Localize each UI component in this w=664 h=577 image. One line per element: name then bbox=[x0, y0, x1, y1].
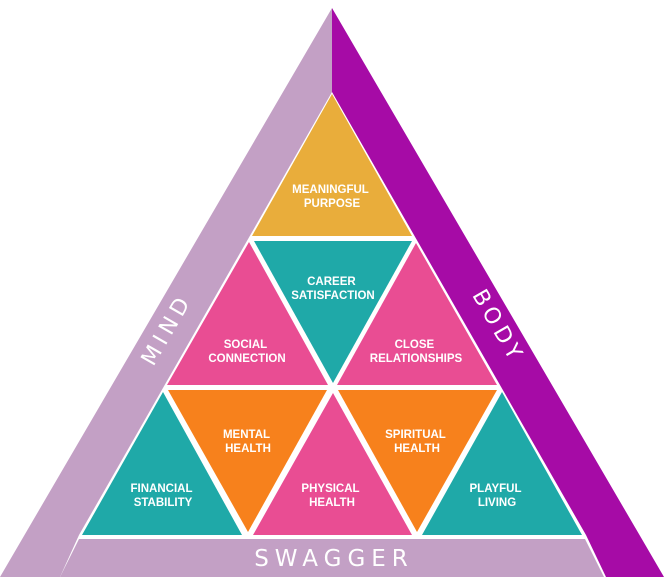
tile-physical-health bbox=[253, 393, 412, 535]
tile-career-satisfaction bbox=[254, 241, 412, 383]
body-band bbox=[332, 8, 664, 577]
label-physical-health: PHYSICAL HEALTH bbox=[301, 483, 362, 509]
swagger-band bbox=[60, 539, 604, 577]
label-close-relationships: CLOSE RELATIONSHIPS bbox=[370, 339, 463, 365]
label-mental-health: MENTAL HEALTH bbox=[223, 429, 273, 455]
swagger-label: SWAGGER bbox=[254, 546, 414, 572]
label-spiritual-health: SPIRITUAL HEALTH bbox=[385, 429, 449, 455]
tile-close-relationships bbox=[337, 243, 497, 385]
label-playful-living: PLAYFUL LIVING bbox=[470, 483, 525, 509]
label-financial-stability: FINANCIAL STABILITY bbox=[131, 483, 196, 509]
label-meaningful-purpose: MEANINGFUL PURPOSE bbox=[292, 184, 372, 210]
tile-playful-living bbox=[422, 392, 582, 535]
tile-mental-health bbox=[168, 390, 327, 532]
tile-meaningful-purpose bbox=[252, 94, 412, 236]
tile-social-connection bbox=[167, 242, 328, 385]
label-career-satisfaction: CAREER SATISFACTION bbox=[291, 276, 374, 302]
tile-financial-stability bbox=[82, 392, 242, 535]
tile-spiritual-health bbox=[338, 390, 497, 532]
mind-band bbox=[0, 8, 332, 577]
label-social-connection: SOCIAL CONNECTION bbox=[208, 339, 285, 365]
